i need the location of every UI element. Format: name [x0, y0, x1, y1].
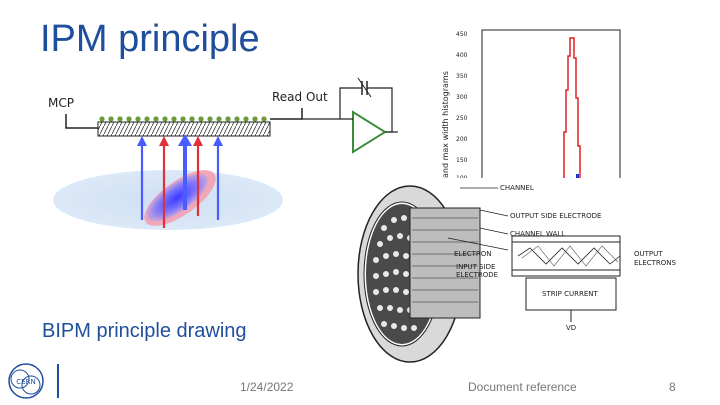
- label-output-side-electrode: OUTPUT SIDE ELECTRODE: [510, 212, 601, 220]
- label-vd: VD: [566, 324, 576, 332]
- histogram-blue-series: [576, 174, 579, 180]
- readout-label: Read Out: [272, 90, 328, 104]
- label-output: OUTPUT: [634, 250, 663, 258]
- histogram-ylabel: and max width histograms: [441, 71, 450, 178]
- label-electrons: ELECTRONS: [634, 259, 677, 267]
- readout-lead: [270, 108, 303, 120]
- histogram-red-series: [562, 37, 581, 180]
- label-channel: CHANNEL: [500, 184, 534, 192]
- figure-caption: BIPM principle drawing: [42, 320, 247, 342]
- label-channel-wall: CHANNEL WALL: [510, 230, 565, 238]
- ytick-300: 300: [456, 94, 468, 101]
- cern-logo: CERN: [8, 363, 44, 399]
- mcp-lead: [65, 114, 98, 129]
- mcp-disk: [357, 185, 481, 363]
- ytick-350: 350: [456, 73, 468, 80]
- anode-strips: [99, 116, 267, 122]
- slide-title: IPM principle: [40, 18, 260, 60]
- leader-lines: [447, 187, 509, 251]
- arrow-heads: [137, 134, 223, 146]
- label-input-side: INPUT SIDE: [456, 263, 495, 271]
- ytick-450: 450: [456, 31, 468, 38]
- feedback-wire: [339, 87, 362, 119]
- label-electron: ELECTRON: [454, 250, 492, 258]
- mcp-figure: CHANNEL OUTPUT SIDE ELECTRODE CHANNEL WA…: [350, 178, 680, 370]
- ytick-100: 100: [456, 175, 468, 180]
- histogram-plot: and max width histograms 450 400 350 300…: [441, 29, 621, 180]
- footer-divider: [57, 364, 59, 398]
- mcp-plate: [97, 121, 271, 137]
- ipm-diagram: MCP Read Out: [48, 77, 398, 230]
- label-electrode: ELECTRODE: [456, 271, 498, 279]
- histogram-yticks: 450 400 350 300 250 200 150 100: [456, 31, 468, 180]
- footer-date: 1/24/2022: [240, 380, 294, 394]
- logo-text: CERN: [16, 378, 35, 386]
- mcp-label: MCP: [48, 96, 74, 110]
- channel-detail: [511, 235, 621, 322]
- amplifier: [352, 110, 387, 154]
- ytick-250: 250: [456, 115, 468, 122]
- ion-arrows: [140, 142, 220, 228]
- footer-reference: Document reference: [468, 380, 577, 394]
- ytick-150: 150: [456, 157, 468, 164]
- footer-page-number: 8: [669, 380, 676, 394]
- ytick-200: 200: [456, 136, 468, 143]
- ytick-400: 400: [456, 52, 468, 59]
- label-strip-current: STRIP CURRENT: [542, 290, 598, 298]
